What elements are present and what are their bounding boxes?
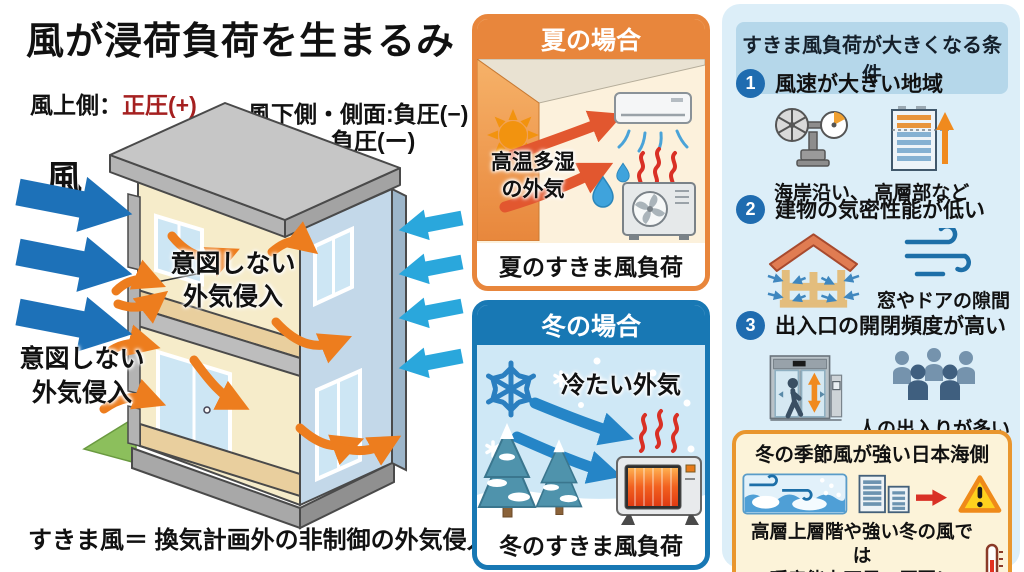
- snow-sparkles: [485, 370, 569, 458]
- summer-caption: 夏のすきま風負荷: [477, 243, 705, 286]
- suction-arrows: [398, 209, 464, 379]
- summer-case-card: 夏の場合: [472, 14, 710, 291]
- buildings-arrow-icon: [858, 474, 947, 514]
- number-badge: 3: [736, 310, 765, 340]
- condition-caption: 海岸沿い、 高層部など: [774, 183, 970, 204]
- cold-air-label: 冷たい外気: [561, 372, 681, 399]
- exterior-wall: [299, 187, 393, 507]
- interior-wall: [137, 178, 301, 507]
- condition-item-airtightness: 2 建物の気密性能が低い: [736, 194, 1010, 313]
- condition-title: 建物の気密性能が低い: [775, 199, 985, 222]
- humid-air-label: 高温多湿の外気: [491, 151, 575, 202]
- condition-title: 出入口の開閉頻度が高い: [775, 315, 1006, 338]
- anemometer-icon: [775, 108, 848, 167]
- summer-scene-art: [477, 59, 705, 241]
- positive-pressure-value: 正圧(+): [122, 92, 197, 118]
- condition-title: 風速が大きい地域: [775, 73, 943, 96]
- condition-item-door-frequency: 3 出入口の開閉頻度が高い: [736, 310, 1010, 441]
- grass: [82, 415, 137, 464]
- wind-label: 風: [46, 158, 83, 199]
- conditions-panel: すきま風負荷が大きくなる条件 1 風速が大きい地域: [722, 4, 1020, 572]
- winter-wind-warning-box: 冬の季節風が強い日本海側: [732, 430, 1012, 572]
- winter-card-header: 冬の場合: [477, 305, 705, 345]
- winter-case-card: 冬の場合: [472, 300, 710, 570]
- negative-pressure-label: 負圧(ー): [331, 128, 416, 154]
- page-title: 風が浸荷負荷を生まるみ: [26, 21, 456, 63]
- outdoor-unit-icon: [622, 182, 696, 240]
- exterior-wall-side: [391, 187, 407, 472]
- crowd-icon: [892, 348, 975, 400]
- windward-pressure-label: 風上側：正圧(+): [30, 86, 197, 120]
- snowy-sea-icon: [742, 473, 848, 515]
- intrusion-label-upper: 意図しない外気侵入: [170, 250, 296, 311]
- condition-item-wind-speed: 1 風速が大きい地域: [736, 68, 1010, 205]
- windward-prefix: 風上側：: [30, 92, 122, 118]
- sun-icon: [487, 109, 539, 161]
- snow-dots: [578, 357, 695, 491]
- water-drops-icon: [592, 162, 630, 208]
- heater-heat-waves: [639, 409, 679, 453]
- number-badge: 1: [736, 68, 765, 98]
- warning-text: 高層上層階や強い冬の風では 暖房能力不足の原因に: [742, 520, 1003, 572]
- number-badge: 2: [736, 194, 765, 224]
- house-section-icon: [767, 233, 860, 308]
- winter-scene: 冷たい外気: [477, 345, 705, 529]
- ground-floor: [139, 422, 301, 498]
- infiltration-definition: すきま風＝ 換気計画外の非制御の外気侵入: [28, 527, 491, 554]
- hot-air-arrows: [499, 110, 624, 213]
- warning-triangle-icon: [958, 475, 1002, 513]
- air-conditioner-icon: [614, 92, 692, 153]
- wind-gust-icon: [905, 228, 972, 277]
- conditions-header: すきま風負荷が大きくなる条件: [736, 22, 1008, 94]
- heater-icon: [616, 456, 702, 525]
- winter-scene-art: [477, 357, 705, 529]
- thermometer-icon: [985, 543, 1003, 572]
- warning-title: 冬の季節風が強い日本海側: [754, 444, 989, 466]
- snowflake-icon: [485, 360, 537, 418]
- automatic-door-icon: [769, 355, 843, 421]
- cold-air-arrows: [511, 397, 635, 484]
- summer-scene: 高温多湿の外気: [477, 59, 705, 243]
- intrusion-label-lower: 意図しない外気侵入: [19, 345, 145, 407]
- trees-icon: [477, 423, 583, 518]
- highrise-building-icon: [891, 106, 954, 171]
- summer-card-header: 夏の場合: [477, 19, 705, 59]
- exterior-windows: [313, 225, 362, 483]
- winter-caption: 冬のすきま風負荷: [477, 522, 705, 565]
- condition-caption: 窓やドアの隙間: [876, 291, 1010, 312]
- interior-door: [156, 349, 232, 459]
- house-base: [131, 446, 395, 530]
